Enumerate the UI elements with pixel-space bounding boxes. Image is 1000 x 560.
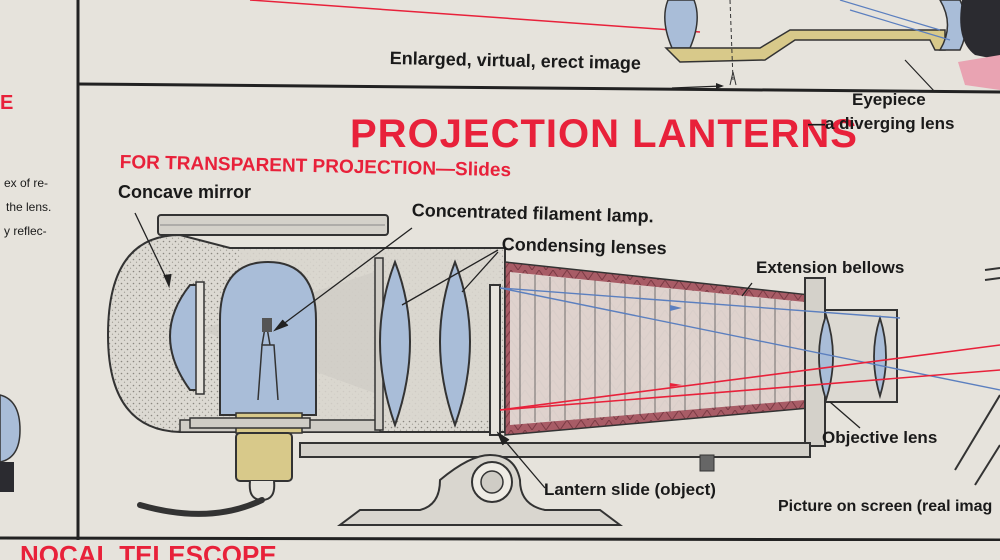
bottom-heading-fragment: NOCAL TELESCOPE [20,542,277,560]
concave-mirror [169,281,205,395]
left-text-line-3: y reflec- [4,224,47,238]
panel-borders [0,0,1000,542]
leader-lines [134,212,861,489]
left-bulb-fragment [0,394,21,492]
lantern-slide-label: Lantern slide (object) [544,480,716,499]
light-rays [499,287,1000,411]
lantern-stand [137,417,811,526]
extension-bellows [504,261,811,436]
page-title: PROJECTION LANTERNS [350,112,858,156]
filament-lamp [219,260,317,502]
telescope-fragment [249,0,1000,93]
condensing-lenses [374,257,501,436]
concave-mirror-label: Concave mirror [118,182,252,202]
left-text-line-1: ex of re- [4,176,49,190]
objective-tube [804,277,898,447]
bottom-band [0,541,1000,560]
objective-lens-label: Objective lens [822,428,938,447]
extension-bellows-label: Extension bellows [756,258,905,277]
left-text-line-2: the lens. [6,200,52,214]
left-heading-fragment: E [0,92,14,114]
eyepiece-label: Eyepiece [852,90,926,109]
screen-fragment [954,267,1000,486]
condensing-lenses-label: Condensing lenses [501,234,667,259]
eyepiece-sublabel: —a diverging lens [808,114,955,133]
picture-on-screen-label: Picture on screen (real imag [778,498,993,515]
